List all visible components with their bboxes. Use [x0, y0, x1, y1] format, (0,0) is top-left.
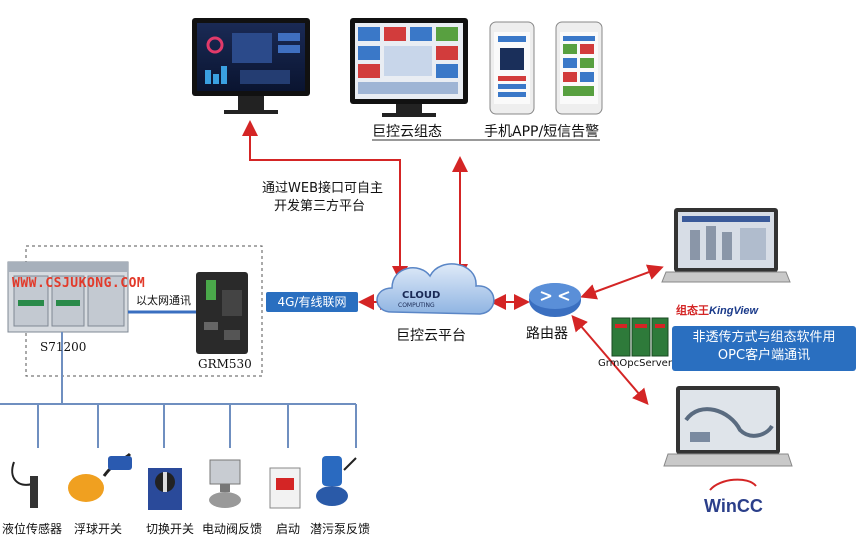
- cloud-config-monitor-icon: [350, 18, 468, 117]
- gateway-grm530-icon: [196, 272, 248, 354]
- phone-sms-alarm-icon: [555, 21, 603, 115]
- selector-switch-icon: [148, 468, 182, 510]
- motor-valve-icon: [209, 459, 241, 508]
- web-interface-label-line2: 开发第三方平台: [274, 199, 366, 214]
- device-label-motor-valve: 电动阀反馈: [202, 522, 263, 536]
- device-label-selector-switch: 切换开关: [146, 522, 195, 536]
- gateway-model-label: GRM530: [198, 357, 252, 371]
- ethernet-label: 以太网通讯: [136, 294, 191, 307]
- network-box: 4G/有线联网: [266, 292, 358, 312]
- web-interface-label-line1: 通过WEB接口可自主: [262, 181, 383, 196]
- level-sensor-icon: [11, 461, 38, 508]
- phone-app-icon: [489, 21, 535, 115]
- kingview-logo: 组态王KingView: [676, 302, 758, 318]
- device-label-sewage-pump: 潜污泵反馈: [310, 522, 371, 536]
- wincc-logo-swirl: [709, 478, 757, 491]
- cloud-text-2: COMPUTING: [398, 302, 435, 309]
- kingview-en: KingView: [709, 305, 759, 317]
- opc-info-line2: OPC客户端通讯: [717, 348, 811, 363]
- cloud-text-1: CLOUD: [402, 290, 441, 301]
- opc-server-label: GrmOpcServer: [598, 358, 672, 369]
- opc-server-icon: [611, 317, 669, 357]
- wincc-laptop-icon: [663, 386, 793, 467]
- float-switch-icon: [68, 452, 132, 502]
- cloud-icon: [376, 263, 495, 315]
- plc-model-label: S71200: [40, 340, 87, 354]
- watermark-url: WWW.CSJUKONG.COM: [12, 276, 146, 291]
- sewage-pump-icon: [316, 456, 357, 506]
- opc-info-box: 非透传方式与组态软件用 OPC客户端通讯: [672, 326, 856, 371]
- device-label-level-sensor: 液位传感器: [2, 522, 63, 536]
- wincc-logo: WinCC: [704, 496, 763, 516]
- kingview-laptop-icon: [661, 208, 791, 283]
- router-icon: [529, 283, 581, 317]
- device-label-contactor: 启动: [276, 522, 301, 536]
- field-bus: [0, 332, 357, 448]
- device-label-float-switch: 浮球开关: [74, 522, 123, 536]
- kingview-cn: 组态王: [676, 305, 709, 317]
- router-label: 路由器: [526, 326, 568, 342]
- dashboard-monitor-icon: [192, 18, 310, 114]
- cloud-config-label: 巨控云组态: [372, 124, 442, 140]
- plc-s71200-icon: [7, 261, 129, 333]
- mobile-app-label: 手机APP/短信告警: [484, 124, 600, 140]
- cloud-platform-label: 巨控云平台: [396, 328, 466, 344]
- opc-info-line1: 非透传方式与组态软件用: [692, 330, 836, 345]
- contactor-icon: [269, 467, 301, 509]
